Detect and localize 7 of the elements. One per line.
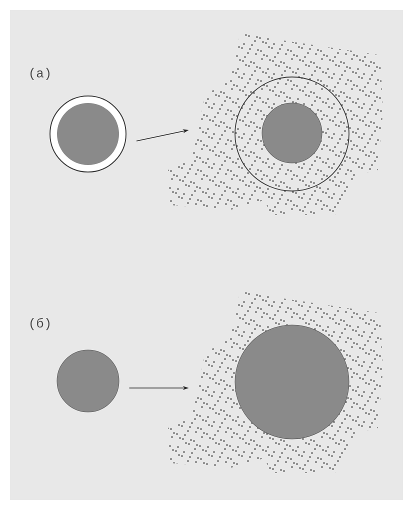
ringed-disk [50,96,126,172]
panel-label: (б) [30,318,50,330]
disk [262,102,322,164]
disk [56,350,120,412]
ring [234,76,350,192]
panel-label: (a) [30,68,50,80]
disk [234,324,350,440]
